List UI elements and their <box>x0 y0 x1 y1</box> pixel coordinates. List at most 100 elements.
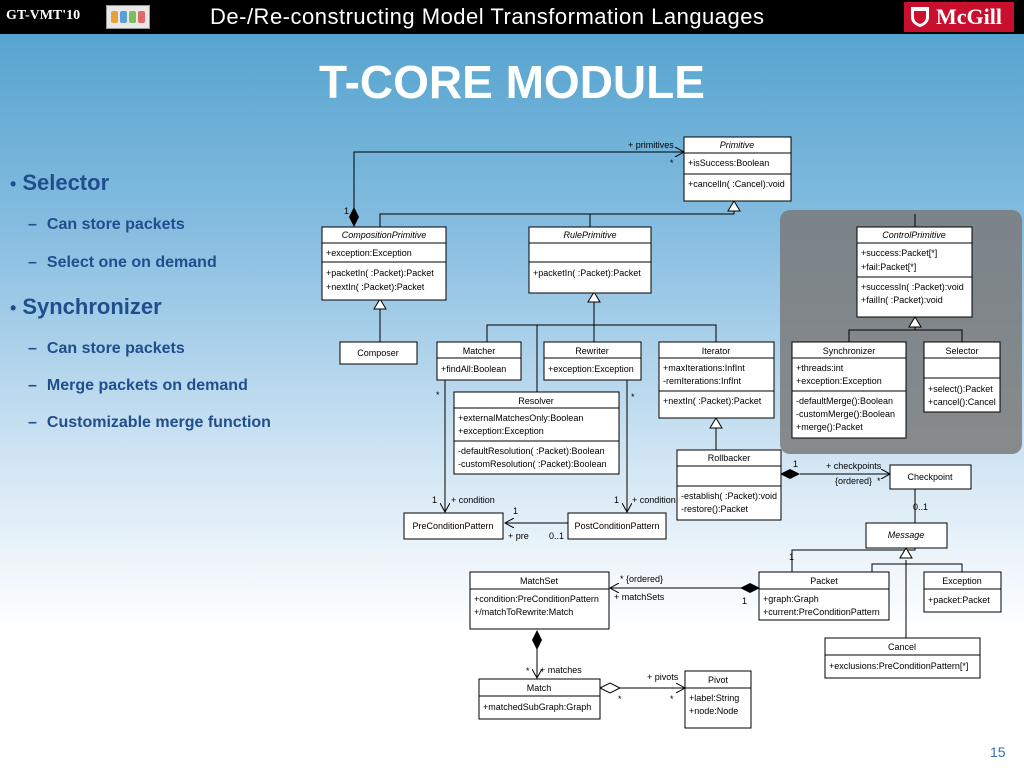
class-attribute: +exclusions:PreConditionPattern[*] <box>829 661 968 671</box>
label-multiplicity: * <box>631 392 635 402</box>
label-matchsets: + matchSets <box>614 592 665 602</box>
class-name: Primitive <box>720 140 755 150</box>
class-attribute: +/matchToRewrite:Match <box>474 607 573 617</box>
class-name: CompositionPrimitive <box>342 230 427 240</box>
class-operation: +successIn( :Packet):void <box>861 282 964 292</box>
university-name: McGill <box>936 4 1002 29</box>
label-multiplicity: * <box>526 666 530 676</box>
class-synchronizer: Synchronizer +threads:int +exception:Exc… <box>791 341 907 439</box>
class-name: ControlPrimitive <box>882 230 946 240</box>
generalization-triangle <box>709 417 723 429</box>
class-operation: -defaultMerge():Boolean <box>796 396 893 406</box>
association-labels: + primitives * 1 + checkpoints {ordered}… <box>344 140 928 704</box>
generalization-triangle <box>908 316 922 328</box>
class-rule-primitive: RulePrimitive +packetIn( :Packet):Packet <box>528 226 652 294</box>
label-multiplicity: 0..1 <box>913 502 928 512</box>
class-message: Message <box>865 522 948 549</box>
label-multiplicity: 1 <box>793 459 798 469</box>
class-operation: -restore():Packet <box>681 504 749 514</box>
class-name: Matcher <box>463 346 496 356</box>
class-name: Checkpoint <box>907 472 953 482</box>
class-attribute: +findAll:Boolean <box>441 364 506 374</box>
sub-bullet: –Merge packets on demand <box>28 377 248 394</box>
class-attribute: -remIterations:InfInt <box>663 376 742 386</box>
class-operation: +cancelIn( :Cancel):void <box>688 179 785 189</box>
class-cancel: Cancel +exclusions:PreConditionPattern[*… <box>824 637 981 679</box>
class-name: Cancel <box>888 642 916 652</box>
label-pre: + pre <box>508 531 529 541</box>
class-name: Match <box>527 683 552 693</box>
class-attribute: +success:Packet[*] <box>861 248 937 258</box>
class-postcondition-pattern: PostConditionPattern <box>567 512 667 540</box>
label-multiplicity: * <box>436 390 440 400</box>
class-attribute: +node:Node <box>689 706 738 716</box>
sub-bullet: –Customizable merge function <box>28 414 271 431</box>
generalization-triangle <box>899 547 913 559</box>
class-name: Message <box>888 530 925 540</box>
class-operation: +nextIn( :Packet):Packet <box>663 396 762 406</box>
class-operation: -defaultResolution( :Packet):Boolean <box>458 446 605 456</box>
slide-title: T-CORE MODULE <box>319 56 705 108</box>
class-name: Resolver <box>518 396 554 406</box>
label-multiplicity: * <box>877 476 881 486</box>
class-name: Synchronizer <box>823 346 876 356</box>
class-iterator: Iterator +maxIterations:InfInt -remItera… <box>658 341 775 419</box>
header-title: De-/Re-constructing Model Transformation… <box>210 4 765 29</box>
label-multiplicity: 1 <box>344 206 349 216</box>
class-selector: Selector +select():Packet +cancel():Canc… <box>923 341 1001 413</box>
label-checkpoints: + checkpoints <box>826 461 882 471</box>
label-matches: + matches <box>540 665 582 675</box>
composition-diamond <box>532 630 542 650</box>
composition-diamond <box>780 469 800 479</box>
class-attribute: +label:String <box>689 693 739 703</box>
class-composition-primitive: CompositionPrimitive +exception:Exceptio… <box>321 226 447 301</box>
label-condition: + condition <box>451 495 495 505</box>
class-attribute: +current:PreConditionPattern <box>763 607 880 617</box>
class-name: Iterator <box>702 346 731 356</box>
label-multiplicity: 1 <box>432 495 437 505</box>
class-name: Rewriter <box>575 346 609 356</box>
label-ordered: {ordered} <box>835 476 872 486</box>
composition-diamond <box>349 207 359 227</box>
class-composer: Composer <box>339 341 418 365</box>
class-operation: +failIn( :Packet):void <box>861 295 943 305</box>
header-bar: GT-VMT'10 De-/Re-constructing Model Tran… <box>0 0 1024 34</box>
bullet-synchronizer: •Synchronizer <box>10 294 162 319</box>
class-name: MatchSet <box>520 576 559 586</box>
class-attribute: +matchedSubGraph:Graph <box>483 702 591 712</box>
class-operation: +merge():Packet <box>796 422 863 432</box>
class-matcher: Matcher +findAll:Boolean <box>436 341 522 381</box>
label-condition: + condition <box>632 495 676 505</box>
class-rollbacker: Rollbacker -establish( :Packet):void -re… <box>676 449 782 521</box>
label-multiplicity: * <box>618 694 622 704</box>
label-multiplicity: * <box>670 158 674 168</box>
composition-diamond <box>740 583 760 593</box>
class-name: Packet <box>810 576 838 586</box>
association-ends <box>349 200 922 694</box>
class-rewriter: Rewriter +exception:Exception <box>543 341 642 381</box>
class-attribute: +externalMatchesOnly:Boolean <box>458 413 583 423</box>
class-name: Pivot <box>708 675 729 685</box>
class-attribute: +exception:Exception <box>548 364 634 374</box>
label-multiplicity: 1 <box>789 552 794 562</box>
class-attribute: +graph:Graph <box>763 594 819 604</box>
generalization-triangle <box>587 291 601 303</box>
class-match: Match +matchedSubGraph:Graph <box>478 678 601 720</box>
class-name: PreConditionPattern <box>412 521 493 531</box>
class-packet: Packet +graph:Graph +current:PreConditio… <box>758 571 890 621</box>
label-ordered: * {ordered} <box>620 574 663 584</box>
class-matchset: MatchSet +condition:PreConditionPattern … <box>469 571 610 630</box>
connector-lines <box>353 152 963 688</box>
class-name: Exception <box>942 576 982 586</box>
class-attribute: +exception:Exception <box>796 376 882 386</box>
label-multiplicity: 1 <box>614 495 619 505</box>
class-name: Selector <box>945 346 978 356</box>
class-checkpoint: Checkpoint <box>889 464 972 490</box>
aggregation-diamond <box>598 682 622 694</box>
class-operation: -establish( :Packet):void <box>681 491 777 501</box>
class-name: RulePrimitive <box>563 230 616 240</box>
class-attribute: +condition:PreConditionPattern <box>474 594 599 604</box>
label-pivots: + pivots <box>647 672 679 682</box>
label-multiplicity: 1 <box>513 506 518 516</box>
